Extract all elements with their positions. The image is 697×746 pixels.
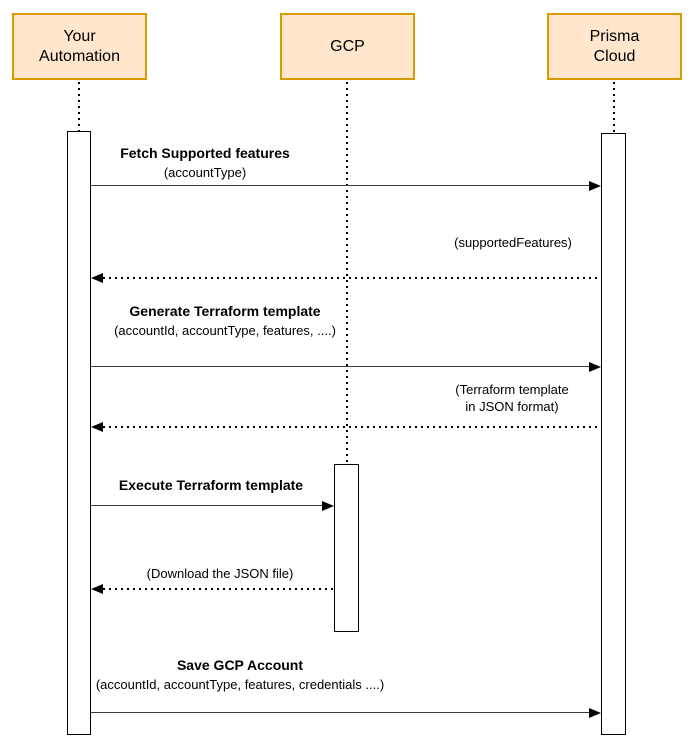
message-generate-terraform-template-title: Generate Terraform template	[129, 303, 321, 319]
message-generate-terraform-template-params: (accountId, accountType, features, ....)	[114, 323, 336, 338]
actor-prisma-cloud-label: Prisma Cloud	[589, 27, 640, 65]
activation-bar-gcp	[334, 464, 359, 632]
message-download-json-return-params: (Download the JSON file)	[146, 566, 294, 581]
arrowhead-right-icon	[589, 181, 601, 191]
message-supported-features-return-params: (supportedFeatures)	[454, 235, 572, 250]
message-execute-terraform-template-line	[91, 505, 322, 506]
arrowhead-right-icon	[589, 362, 601, 372]
activation-bar-your-automation	[67, 131, 91, 735]
actor-prisma-cloud: Prisma Cloud	[547, 13, 682, 80]
lifeline-prisma-cloud	[613, 82, 615, 133]
message-save-gcp-account-params: (accountId, accountType, features, crede…	[95, 677, 385, 692]
arrowhead-right-icon	[322, 501, 334, 511]
message-supported-features-return-line	[103, 277, 601, 279]
arrowhead-left-icon	[91, 273, 103, 283]
message-fetch-supported-features-title: Fetch Supported features	[120, 145, 290, 161]
lifeline-gcp	[346, 82, 348, 464]
activation-bar-prisma-cloud	[601, 133, 626, 735]
message-execute-terraform-template-title: Execute Terraform template	[118, 477, 304, 493]
lifeline-your-automation	[78, 82, 80, 133]
message-generate-terraform-template-line	[91, 366, 589, 367]
message-fetch-supported-features-params: (accountType)	[163, 165, 247, 180]
actor-your-automation-label: Your Automation	[39, 27, 120, 65]
arrowhead-left-icon	[91, 422, 103, 432]
actor-gcp-label: GCP	[330, 37, 365, 55]
message-save-gcp-account-title: Save GCP Account	[176, 657, 304, 673]
actor-gcp: GCP	[280, 13, 415, 80]
actor-your-automation: Your Automation	[12, 13, 147, 80]
message-terraform-template-return-line	[103, 426, 601, 428]
message-terraform-template-return-params: (Terraform template in JSON format)	[455, 382, 569, 414]
arrowhead-left-icon	[91, 584, 103, 594]
message-download-json-return-line	[103, 588, 334, 590]
message-fetch-supported-features-line	[91, 185, 589, 186]
arrowhead-right-icon	[589, 708, 601, 718]
message-save-gcp-account-line	[91, 712, 589, 713]
